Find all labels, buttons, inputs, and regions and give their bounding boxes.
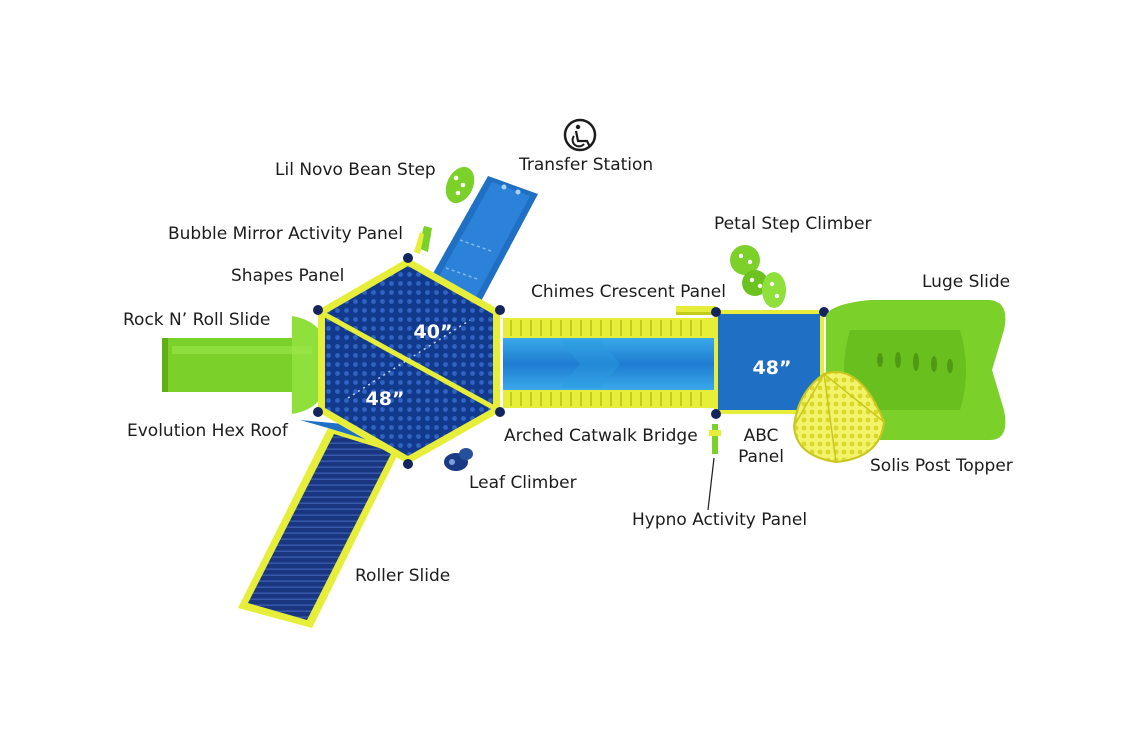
label-transfer-station: Transfer Station <box>519 155 654 175</box>
hypno-activity-panel <box>707 424 721 511</box>
label-petal-step-climber: Petal Step Climber <box>714 214 872 234</box>
label-luge-slide: Luge Slide <box>922 272 1011 292</box>
label-abc-panel: ABC Panel <box>738 426 784 467</box>
petal-step-climber <box>730 245 786 308</box>
right-deck: 48” <box>714 310 824 414</box>
deck-height-right: 48” <box>753 357 792 379</box>
wheelchair-icon <box>563 118 597 152</box>
evolution-hex-roof: 40” 48” <box>318 258 500 464</box>
label-leaf-climber: Leaf Climber <box>469 473 577 493</box>
roller-slide <box>238 420 408 628</box>
label-bubble-mirror-activity-panel: Bubble Mirror Activity Panel <box>168 224 403 244</box>
bubble-mirror-activity-panel <box>414 226 432 254</box>
solis-post-topper <box>792 371 886 464</box>
leaf-climber <box>444 448 473 471</box>
chimes-crescent-panel <box>676 306 716 315</box>
deck-height-hex-lower: 48” <box>366 388 405 410</box>
label-lil-novo-bean-step: Lil Novo Bean Step <box>275 160 436 180</box>
label-evolution-hex-roof: Evolution Hex Roof <box>127 421 288 441</box>
rock-n-roll-slide <box>162 316 330 414</box>
label-rock-n-roll-slide: Rock N’ Roll Slide <box>123 310 271 330</box>
label-roller-slide: Roller Slide <box>355 566 451 586</box>
hex-posts <box>313 253 505 469</box>
label-solis-post-topper: Solis Post Topper <box>870 456 1013 476</box>
arched-catwalk-bridge <box>503 318 715 408</box>
label-hypno-activity-panel: Hypno Activity Panel <box>632 510 808 530</box>
label-shapes-panel: Shapes Panel <box>231 266 345 286</box>
lil-novo-bean-step <box>445 166 475 204</box>
label-arched-catwalk-bridge: Arched Catwalk Bridge <box>504 426 698 446</box>
deck-height-hex-upper: 40” <box>414 321 453 343</box>
label-chimes-crescent-panel: Chimes Crescent Panel <box>531 282 726 302</box>
